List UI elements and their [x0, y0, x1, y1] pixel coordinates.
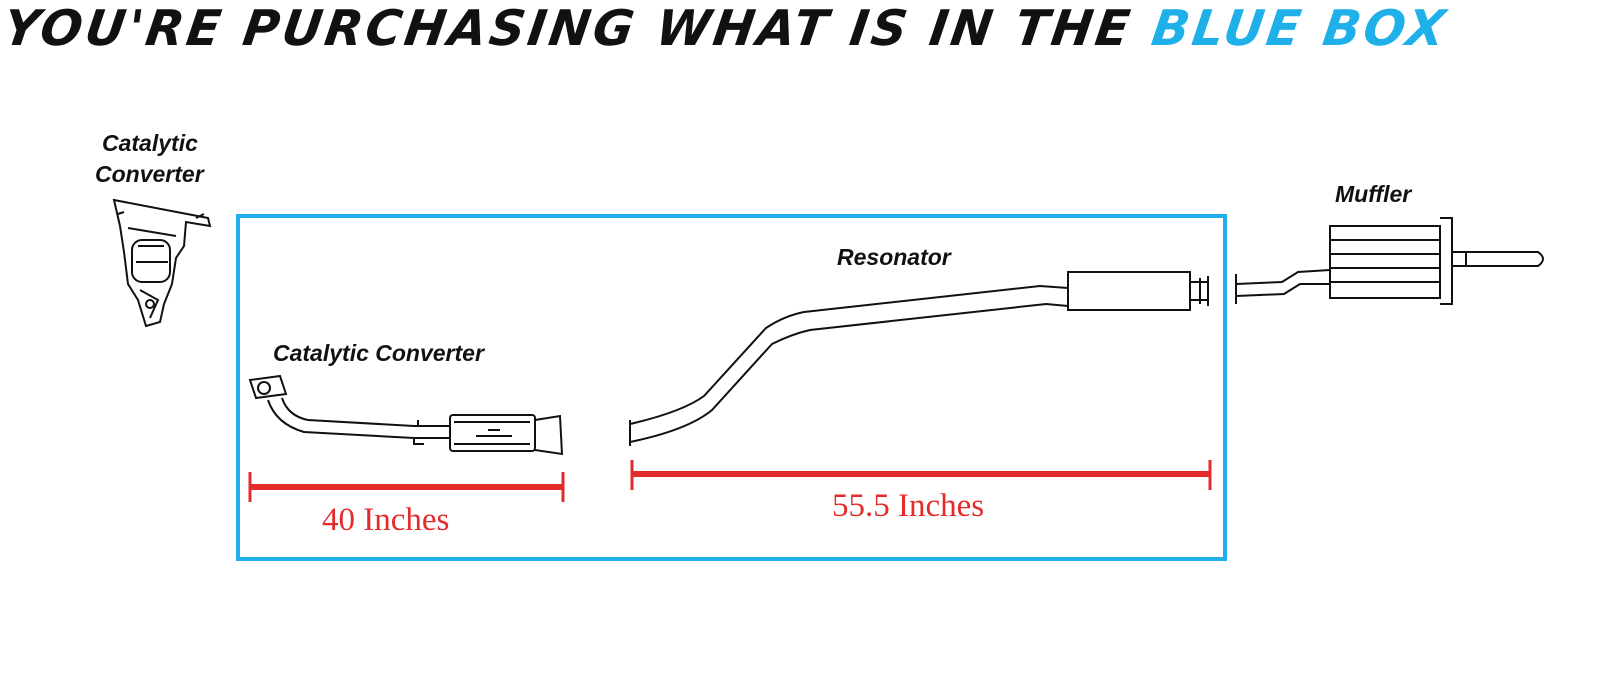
inside-catalytic-converter-drawing — [248, 374, 564, 456]
outside-catalytic-converter-drawing — [112, 198, 212, 328]
muffler-label: Muffler — [1335, 181, 1412, 207]
rear-measurement-label: 55.5 Inches — [832, 488, 985, 524]
resonator-drawing — [629, 271, 1209, 446]
outside-catalytic-label-line1: Catalytic — [102, 130, 198, 156]
measure-bar-rear — [630, 460, 1212, 490]
muffler-drawing — [1235, 217, 1544, 305]
blue-box — [236, 214, 1227, 561]
measure-bar-front — [248, 472, 565, 502]
resonator-label: Resonator — [837, 244, 951, 270]
outside-catalytic-label-line2: Converter — [95, 161, 204, 187]
front-measurement-label: 40 Inches — [322, 502, 450, 538]
inside-catalytic-label: Catalytic Converter — [273, 340, 484, 366]
